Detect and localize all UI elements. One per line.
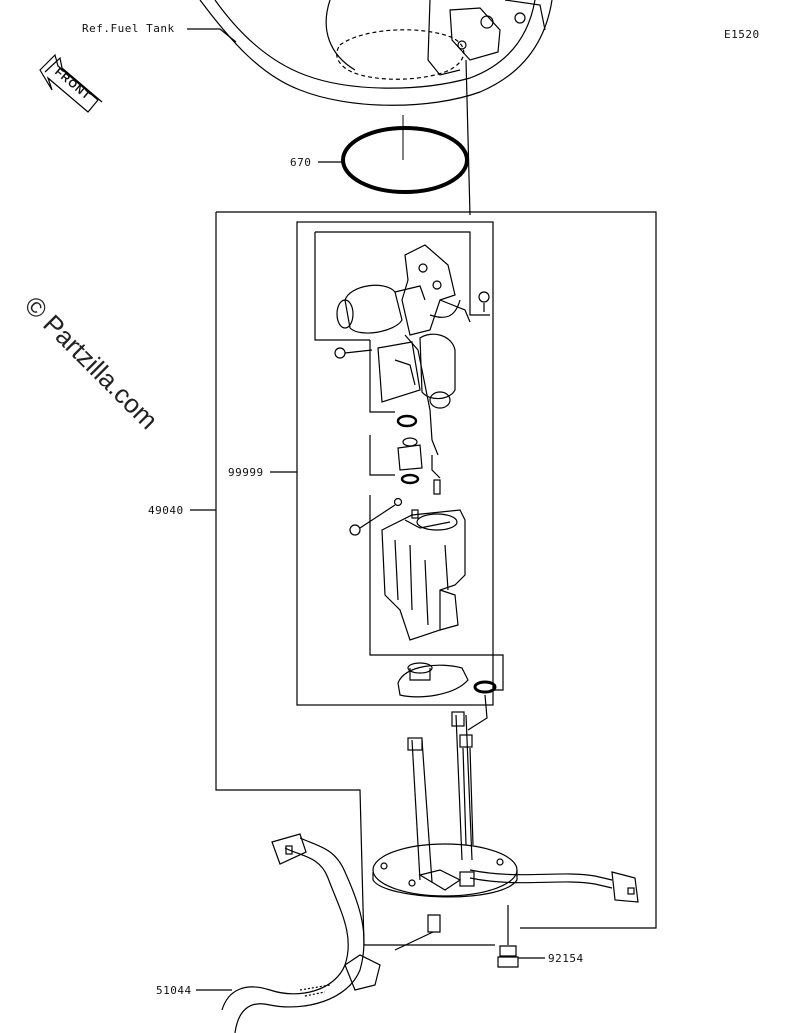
- flange-plate: [372, 711, 518, 898]
- screw-top: [478, 291, 490, 312]
- o-ring-670: [341, 115, 469, 194]
- pressure-regulator: [397, 437, 441, 495]
- fuel-tank: [199, 0, 553, 216]
- pump-bracket-top: [401, 244, 471, 336]
- label-92154: 92154: [548, 952, 584, 965]
- pump-body: [377, 333, 456, 456]
- bracket-99999: [296, 221, 494, 706]
- pump-box: [315, 231, 490, 316]
- lower-bracket: [369, 340, 395, 413]
- label-ref-fuel-tank: Ref.Fuel Tank: [82, 22, 175, 35]
- bolt-92154: [497, 905, 545, 968]
- filter-bottom: [397, 662, 469, 698]
- fuel-pump-motor: [336, 284, 426, 334]
- diagram-code: E1520: [724, 28, 760, 41]
- fuel-hose-51044: [196, 833, 381, 1033]
- o-ring-small-1: [396, 414, 418, 428]
- bracket-49040-left-bottom: [215, 510, 495, 946]
- outlet-pipe: [394, 914, 441, 951]
- leader-ref-tank: [187, 28, 237, 43]
- front-arrow-icon: [39, 53, 103, 113]
- pump-box-left: [314, 232, 370, 341]
- regulator-bracket: [369, 435, 395, 476]
- screw-small: [359, 497, 403, 529]
- nut-housing: [349, 524, 361, 536]
- housing-bracket: [369, 495, 504, 691]
- nut-left: [334, 347, 373, 359]
- label-51044: 51044: [156, 984, 192, 997]
- o-ring-small-2: [400, 473, 420, 485]
- wire-harness: [469, 869, 639, 903]
- bracket-49040-right: [216, 211, 657, 929]
- o-ring-right: [473, 680, 497, 694]
- label-99999: 99999: [228, 466, 264, 479]
- label-49040: 49040: [148, 504, 184, 517]
- filter-housing: [381, 509, 466, 641]
- label-670: 670: [290, 156, 312, 169]
- leader-o-ring-right: [467, 694, 488, 731]
